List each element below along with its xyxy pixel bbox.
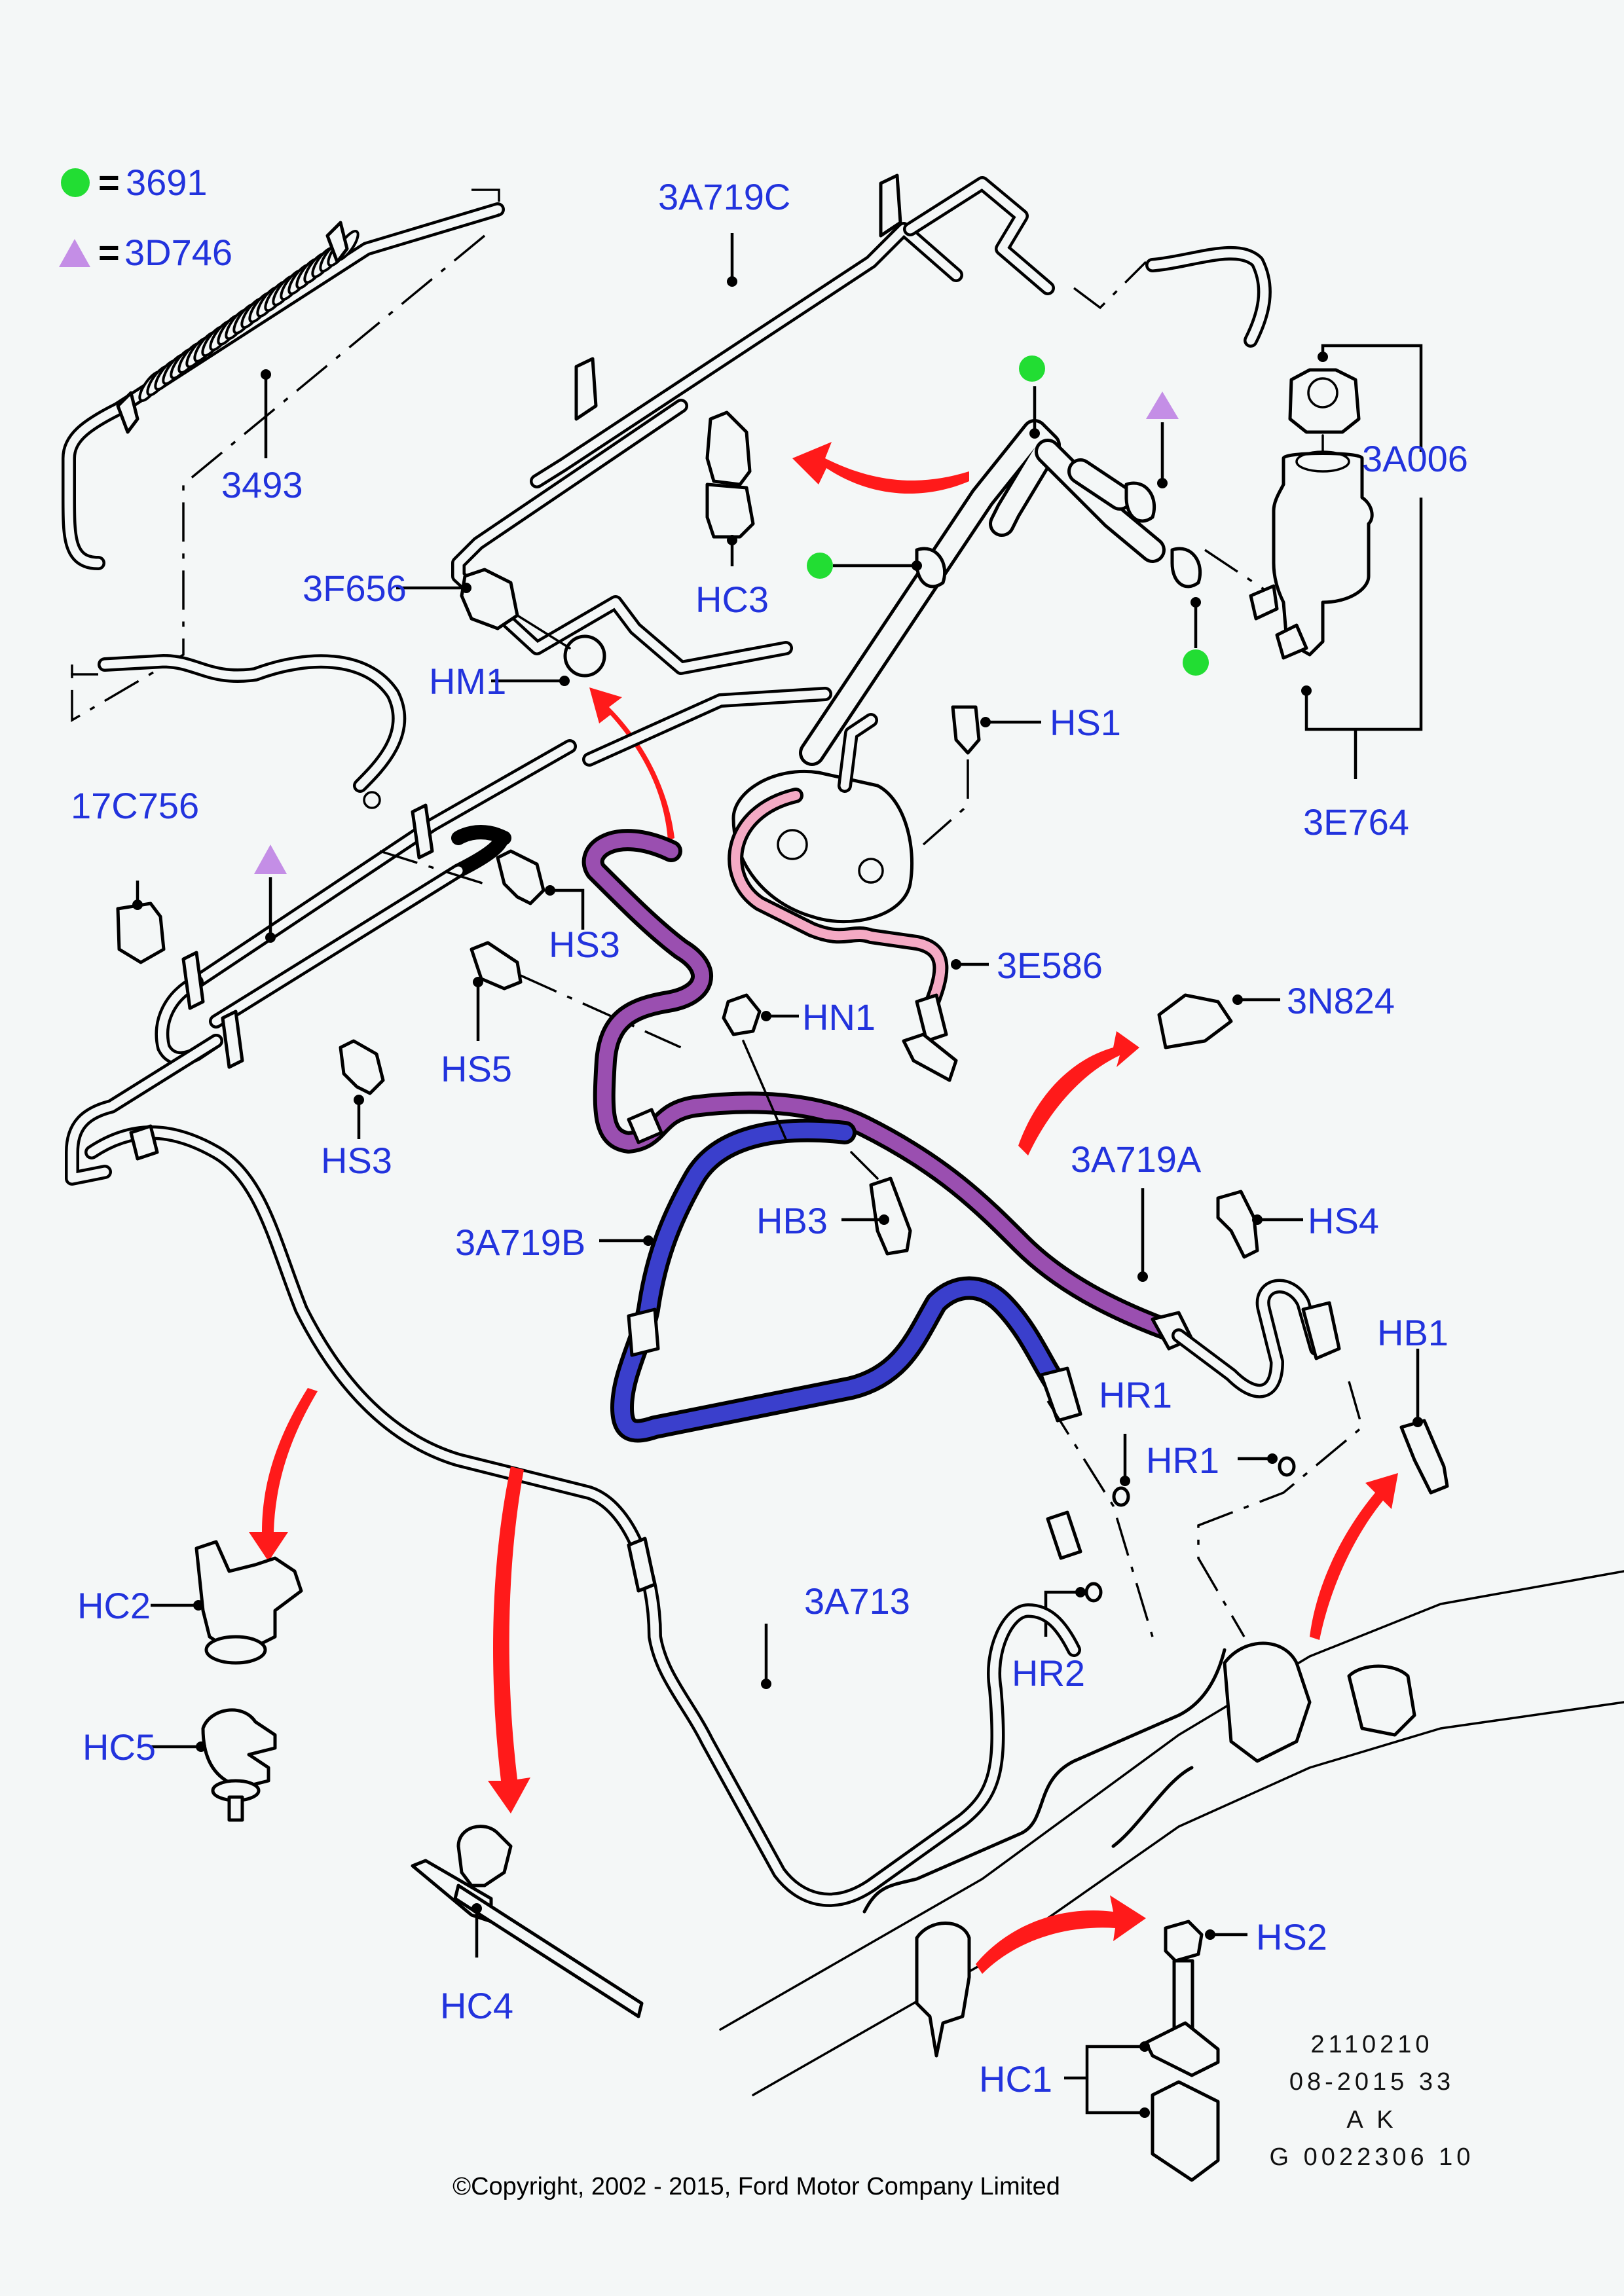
reservoir-cap — [1288, 368, 1361, 434]
steering-rack — [719, 1570, 1624, 2096]
red-arrow-icon — [1310, 1473, 1398, 1640]
label-HB3: HB3 — [756, 1200, 828, 1241]
legend-equals: = — [98, 232, 120, 273]
label-3N824: 3N824 — [1287, 980, 1395, 1021]
marker-3691-icon — [1183, 649, 1209, 676]
o-ring-HR2 — [1084, 1582, 1103, 1603]
bolt-HS4: HS4 — [1216, 1190, 1379, 1259]
return-hose — [71, 654, 407, 809]
legend: = 3691 = 3D746 — [59, 162, 232, 273]
bolt-HS2: HS2 — [1164, 1916, 1327, 2061]
label-3E764: 3E764 — [1303, 801, 1409, 843]
label-HC3: HC3 — [695, 579, 769, 620]
bolt-HS3 — [496, 849, 545, 905]
label-HS3-upper: HS3 — [549, 924, 620, 965]
clip-HC2: HC2 — [77, 1540, 303, 1665]
reservoir: 3A006 3E764 — [1249, 344, 1468, 843]
hose-clamp — [1170, 547, 1202, 589]
sensor-3N824 — [1157, 993, 1233, 1049]
nut-HN1: HN1 — [722, 993, 876, 1140]
alignment-line — [1073, 261, 1147, 310]
legend-green-circle-icon — [61, 168, 90, 197]
label-3A719A: 3A719A — [1071, 1139, 1202, 1180]
red-arrow-icon — [488, 1467, 530, 1813]
clamp-HC1: HC1 — [979, 2021, 1220, 2182]
o-ring-HM1 — [563, 634, 606, 678]
label-HR2: HR2 — [1012, 1652, 1085, 1694]
alignment-line — [71, 234, 486, 723]
marker-3691-icon — [1019, 355, 1045, 382]
label-3F656: 3F656 — [303, 568, 407, 609]
hose-3A719B: 3A719B — [455, 1118, 1082, 1443]
cooler-assembly: 17C756 HS3 HS3 HS5 — [65, 687, 832, 1186]
label-HB1: HB1 — [1377, 1312, 1449, 1353]
marker-3D746-icon — [1146, 392, 1179, 419]
cooler-pipe-3493: /* coil drawn by script below */ 3493 — [62, 202, 505, 570]
reservoir-outlet — [1249, 584, 1279, 621]
legend-part-3D746: 3D746 — [124, 232, 232, 273]
hose-clamp — [1124, 481, 1156, 523]
coil-spring: /* coil drawn by script below */ — [138, 230, 360, 402]
label-HR1-upper: HR1 — [1099, 1374, 1172, 1415]
label-HC4: HC4 — [440, 1985, 513, 2026]
label-HS3-lower: HS3 — [321, 1140, 392, 1181]
drawing-stamp: 2110210 08-2015 33 A K G 0022306 10 — [1270, 2031, 1475, 2171]
stamp-line: 2110210 — [1310, 2031, 1433, 2058]
bolt-HB1: HB1 — [1310, 1312, 1449, 1640]
pump: HS1 — [731, 702, 1121, 924]
bolt-HS3 — [339, 1039, 385, 1095]
label-3A006: 3A006 — [1362, 438, 1468, 479]
label-3A719C: 3A719C — [658, 176, 790, 217]
bracket-17C756 — [116, 902, 166, 964]
label-HM1: HM1 — [429, 661, 506, 702]
label-HS5: HS5 — [441, 1048, 512, 1089]
fitting-3F656: 3F656 HM1 — [303, 568, 674, 841]
copyright-notice: ©Copyright, 2002 - 2015, Ford Motor Comp… — [452, 2173, 1060, 2200]
hose-clamp — [915, 547, 947, 589]
pipe-3A719C: 3A719C — [451, 173, 1055, 675]
o-ring-HR1 — [1112, 1486, 1130, 1507]
legend-equals: = — [98, 162, 120, 203]
bolt-HS1 — [951, 705, 981, 755]
red-arrow-icon — [249, 1388, 318, 1561]
stamp-line: G 0022306 10 — [1270, 2143, 1475, 2171]
alignment-line — [471, 189, 500, 216]
o-rings: HR1 HR1 HR2 — [1012, 1374, 1363, 1694]
clip-HC3: HC3 — [695, 410, 969, 620]
label-HC5: HC5 — [83, 1726, 156, 1768]
o-ring-HR1 — [1278, 1456, 1296, 1477]
stamp-line: 08-2015 33 — [1289, 2068, 1454, 2096]
clip-HC5: HC5 — [83, 1708, 277, 1822]
clip-HC4: HC4 — [411, 1825, 644, 2026]
red-arrow-icon — [792, 442, 969, 494]
legend-purple-triangle-icon — [59, 239, 90, 267]
red-arrow-icon — [976, 1895, 1146, 1974]
label-HS1: HS1 — [1050, 702, 1121, 743]
label-HC2: HC2 — [77, 1585, 151, 1626]
label-3E586: 3E586 — [997, 945, 1103, 986]
label-3A713: 3A713 — [804, 1580, 910, 1622]
label-HN1: HN1 — [802, 996, 876, 1038]
return-pipe-3A713: 3A713 — [84, 1124, 1082, 1907]
label-3A719B: 3A719B — [455, 1222, 585, 1263]
hose-3A719A: 3A719A 3N824 — [581, 829, 1395, 1398]
reservoir-hoses — [799, 355, 1209, 766]
label-HC1: HC1 — [979, 2058, 1052, 2100]
legend-part-3691: 3691 — [126, 162, 208, 203]
label-HR1-lower: HR1 — [1146, 1440, 1219, 1481]
hose-3E586: 3E586 — [728, 788, 1103, 1082]
label-HS4: HS4 — [1308, 1200, 1379, 1241]
bolt-HB3: HB3 — [756, 1151, 912, 1256]
red-arrow-icon — [589, 687, 674, 841]
marker-3D746-icon — [254, 845, 287, 874]
red-arrow-icon — [1018, 1031, 1139, 1156]
reservoir-outlet — [1275, 623, 1308, 660]
label-3493: 3493 — [221, 464, 303, 505]
reservoir-body — [1272, 452, 1374, 657]
stamp-line: A K — [1346, 2106, 1397, 2134]
label-17C756: 17C756 — [71, 785, 199, 826]
marker-3691-icon — [807, 553, 833, 579]
label-HS2: HS2 — [1256, 1916, 1327, 1958]
